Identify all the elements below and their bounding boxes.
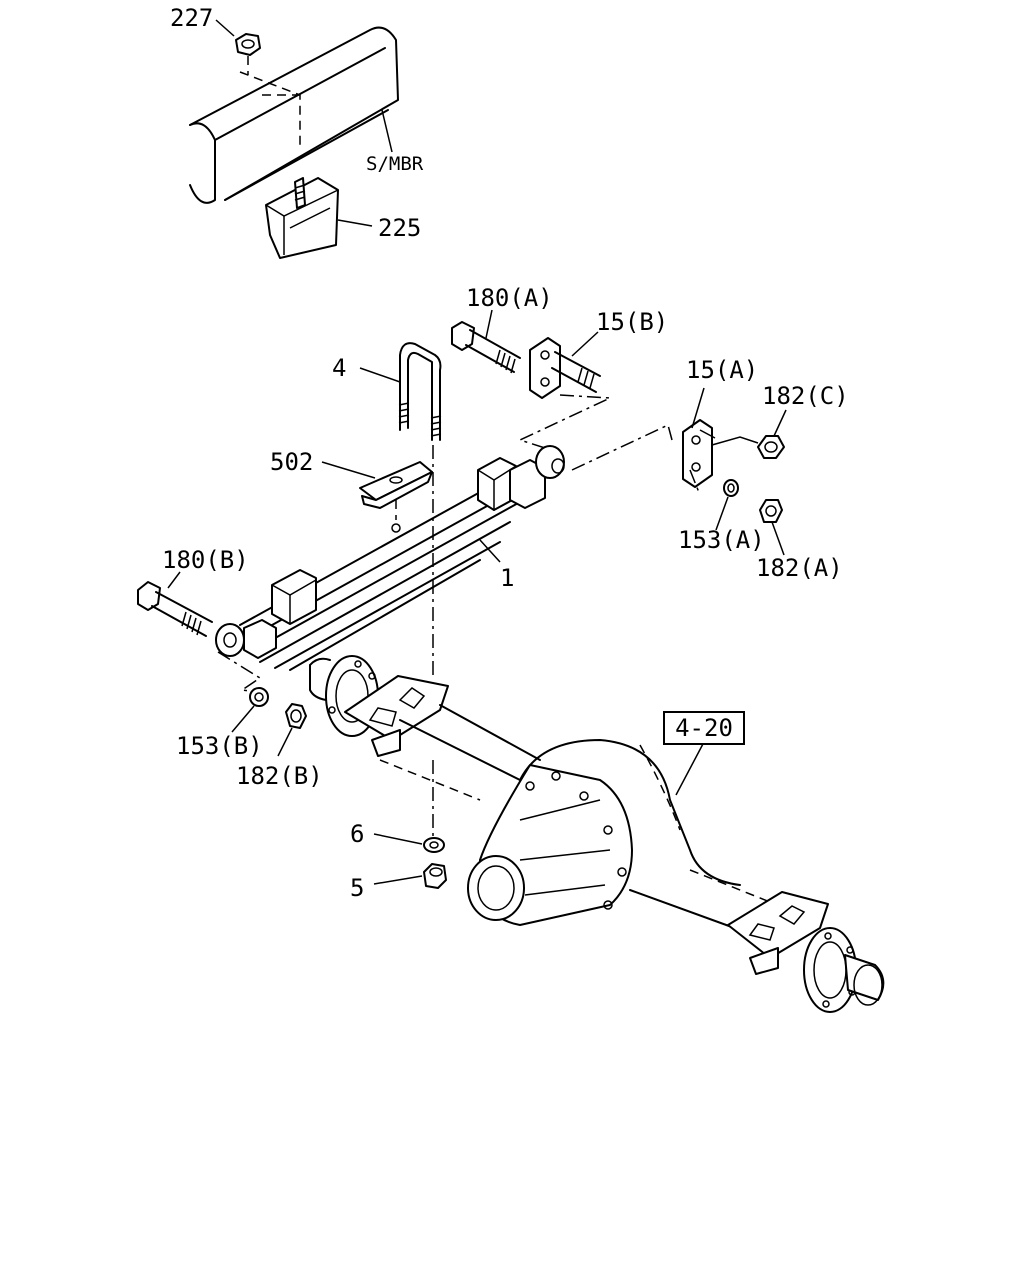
pad-502-icon (321, 461, 433, 533)
u-bolt-4-icon (359, 342, 442, 441)
shackle-15b-icon (529, 331, 601, 399)
callout-182c: 182(C) (762, 382, 849, 410)
callout-227: 227 (170, 4, 213, 32)
callout-15a: 15(A) (686, 356, 758, 384)
centerline-front-eye (217, 651, 262, 693)
washer-153b-icon (231, 687, 269, 733)
callout-6: 6 (350, 820, 364, 848)
callout-5: 5 (350, 874, 364, 902)
nut-182c-icon (757, 409, 787, 459)
callout-180b: 180(B) (162, 546, 249, 574)
callout-15b: 15(B) (596, 308, 668, 336)
side-member-rail (189, 26, 399, 204)
nut-5-icon (373, 863, 447, 889)
centerline-front-shackle (517, 394, 611, 449)
reference-box[interactable]: 4-20 (663, 711, 745, 745)
callout-180a: 180(A) (466, 284, 553, 312)
callout-502: 502 (270, 448, 313, 476)
nut-182a-icon (759, 499, 785, 556)
washer-6-icon (373, 833, 445, 853)
reference-label: 4-20 (675, 714, 733, 742)
leaf-spring-1-icon (215, 445, 565, 671)
bumper-225-icon (265, 177, 373, 259)
nut-227-icon (215, 19, 261, 75)
centerline-rear-shackle (571, 423, 701, 496)
callout-182b: 182(B) (236, 762, 323, 790)
callout-1: 1 (500, 564, 514, 592)
shackle-15a-icon (682, 387, 759, 488)
callout-153a: 153(A) (678, 526, 765, 554)
callout-153b: 153(B) (176, 732, 263, 760)
bolt-180b-icon (137, 571, 213, 637)
callout-smbr: S/MBR (366, 153, 424, 175)
nut-182b-icon (277, 703, 307, 757)
callout-182a: 182(A) (756, 554, 843, 582)
washer-153a-icon (715, 479, 739, 531)
smbr-leader (381, 109, 393, 153)
bolt-180a-icon (451, 309, 521, 374)
callout-225: 225 (378, 214, 421, 242)
axle-housing-icon (309, 655, 885, 1013)
callout-4: 4 (332, 354, 346, 382)
